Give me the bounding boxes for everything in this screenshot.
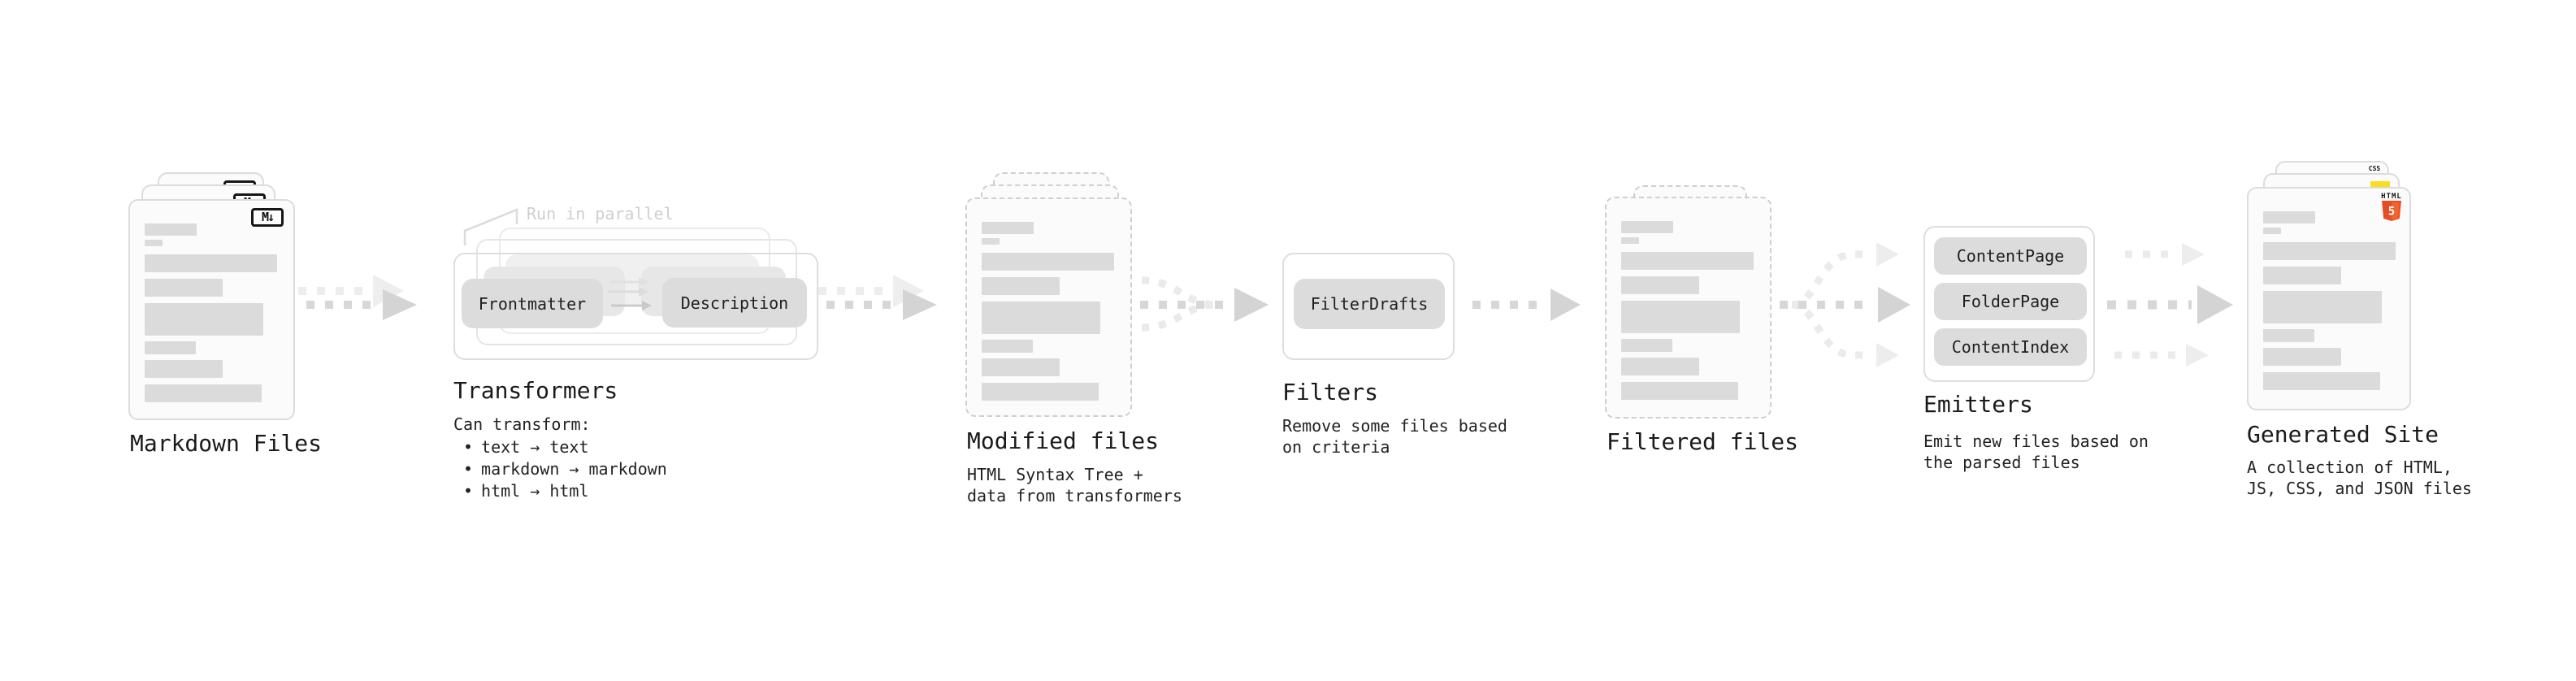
file-card-front (965, 197, 1132, 417)
flow-arrow-filters-to-filtered (1472, 288, 1581, 321)
document-text-lines (2249, 189, 2409, 390)
text-line-bar (982, 238, 1000, 245)
text-line-bar (2263, 291, 2382, 323)
capability-list: • text → text • markdown → markdown • ht… (453, 436, 667, 502)
html5-icon: HTML 5 (2381, 193, 2402, 222)
node-label-markdown-files: Markdown Files (130, 430, 323, 457)
text-line-bar (145, 384, 262, 402)
file-card-front (1605, 197, 1772, 419)
flow-arrow-markdown-to-transformers (298, 275, 417, 320)
flow-arrow-emitters-to-site (2107, 243, 2233, 367)
text-line-bar (1621, 301, 1740, 333)
text-line-bar (982, 358, 1060, 376)
capability-text: markdown → markdown (481, 459, 667, 479)
bullet-icon: • (463, 459, 474, 479)
capability-item: • html → html (453, 480, 667, 502)
caption-can-transform: Can transform: (453, 414, 591, 434)
file-card-front: HTML 5 (2247, 187, 2411, 410)
text-line-bar (982, 383, 1099, 401)
text-line-bar (1621, 252, 1754, 270)
document-text-lines (967, 199, 1130, 401)
flow-arrow-filtered-to-emitters (1780, 242, 1910, 367)
transformer-run-box-front (453, 253, 818, 360)
text-line-bar (1621, 221, 1673, 233)
text-line-bar (982, 277, 1060, 295)
text-line-bar (1621, 339, 1672, 352)
text-line-bar (2263, 211, 2315, 223)
plugin-button-frontmatter: Frontmatter (462, 279, 603, 328)
plugin-flow-arrows (608, 277, 652, 310)
text-line-bar (2263, 372, 2380, 390)
text-line-bar (2263, 267, 2341, 284)
html5-shield: 5 (2382, 201, 2401, 221)
text-line-bar (145, 341, 196, 354)
text-line-bar (2263, 228, 2281, 234)
node-label-transformers: Transformers (453, 377, 618, 404)
text-line-bar (982, 301, 1100, 334)
text-line-bar (1621, 237, 1639, 244)
text-line-bar (145, 240, 163, 246)
capability-text: html → html (481, 481, 589, 501)
text-line-bar (2263, 348, 2341, 366)
caption-emitters: Emit new files based on the parsed files (1923, 432, 2149, 472)
caption-filters: Remove some files based on criteria (1282, 416, 1507, 457)
text-line-bar (145, 254, 277, 272)
text-line-bar (145, 360, 223, 378)
node-label-modified-files: Modified files (967, 427, 1160, 454)
text-line-bar (2263, 329, 2314, 342)
markdown-icon: M↓ (251, 208, 284, 227)
svg-text:5: 5 (2388, 206, 2395, 219)
file-card-front: M↓ (128, 199, 295, 420)
plugin-button-folderpage: FolderPage (1934, 283, 2087, 320)
capability-item: • markdown → markdown (453, 458, 667, 480)
flow-arrow-transformers-to-modified (818, 275, 937, 320)
text-line-bar (982, 340, 1033, 353)
text-line-bar (982, 222, 1034, 234)
text-line-bar (1621, 276, 1699, 294)
bullet-icon: • (463, 481, 474, 501)
caption-modified-files: HTML Syntax Tree + data from transformer… (967, 465, 1182, 505)
text-line-bar (145, 223, 197, 236)
node-label-filtered-files: Filtered files (1607, 428, 1799, 455)
plugin-button-contentindex: ContentIndex (1934, 328, 2087, 366)
annotation-leader-line (463, 208, 518, 245)
text-line-bar (145, 303, 263, 336)
document-text-lines (1607, 198, 1770, 400)
bullet-icon: • (463, 437, 474, 457)
text-line-bar (1621, 382, 1738, 400)
document-text-lines (130, 201, 293, 402)
text-line-bar (982, 253, 1114, 271)
node-label-emitters: Emitters (1923, 391, 2033, 418)
node-label-filters: Filters (1282, 379, 1379, 406)
text-line-bar (2263, 242, 2396, 260)
plugin-button-filterdrafts: FilterDrafts (1294, 279, 1445, 329)
caption-generated-site: A collection of HTML, JS, CSS, and JSON … (2247, 458, 2472, 498)
plugin-button-contentpage: ContentPage (1934, 237, 2087, 275)
text-line-bar (145, 279, 223, 297)
annotation-run-in-parallel: Run in parallel (527, 204, 674, 223)
capability-item: • text → text (453, 436, 667, 458)
html5-wordmark: HTML (2381, 193, 2402, 201)
capability-text: text → text (481, 437, 589, 457)
flow-arrow-modified-to-filters (1140, 276, 1268, 332)
plugin-button-description: Description (662, 278, 807, 327)
text-line-bar (1621, 358, 1699, 375)
node-label-generated-site: Generated Site (2247, 421, 2439, 448)
css-wordmark: CSS (2368, 165, 2381, 172)
